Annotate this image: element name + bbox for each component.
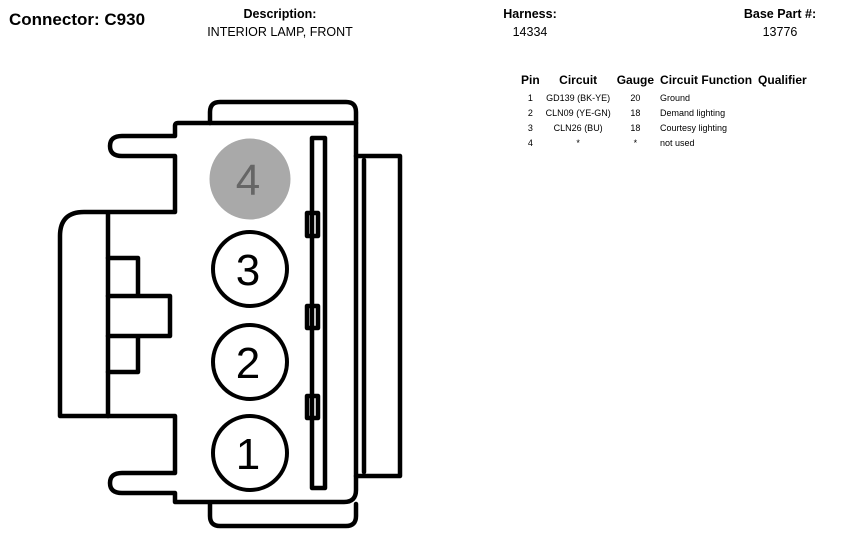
base-part-header: Base Part #:	[743, 7, 817, 21]
connector-keyway-notches	[304, 210, 321, 421]
pin-cell: 2	[527, 107, 533, 118]
circuit-cell: CLN26 (BU)	[553, 122, 603, 133]
connector-bottom-latch	[207, 501, 359, 529]
pin-4-cavity: 4	[209, 138, 291, 220]
pin-table-header-row: Pin Circuit Gauge Circuit Function Quali…	[518, 71, 810, 90]
function-cell: not used	[660, 137, 695, 148]
description-header: Description:	[243, 7, 317, 21]
base-part-value: 13776	[762, 25, 798, 39]
pin-cell: 4	[527, 137, 533, 148]
pin-4-number: 4	[236, 156, 260, 205]
function-cell: Courtesy lighting	[660, 122, 728, 133]
gauge-cell: 20	[630, 92, 641, 103]
harness-header: Harness:	[503, 7, 557, 21]
pin-3-number: 3	[236, 246, 260, 295]
description-value: INTERIOR LAMP, FRONT	[207, 25, 353, 39]
pin-column-header: Pin	[521, 73, 540, 87]
connector-hood-ribs	[105, 255, 173, 375]
gauge-column-header: Gauge	[616, 73, 655, 87]
qualifier-column-header: Qualifier	[758, 73, 807, 87]
function-cell: Ground	[660, 92, 691, 103]
pin-cell: 1	[527, 92, 533, 103]
circuit-cell: *	[576, 137, 580, 148]
connector-side-tab	[353, 153, 403, 479]
connector-title: Connector: C930	[9, 10, 146, 29]
harness-value: 14334	[512, 25, 548, 39]
table-row: 1 GD139 (BK-YE) 20 Ground	[518, 90, 810, 105]
table-row: 4 * * not used	[518, 135, 810, 150]
pin-1-number: 1	[236, 430, 260, 479]
gauge-cell: 18	[630, 107, 641, 118]
gauge-cell: *	[633, 137, 638, 148]
pin-table: Pin Circuit Gauge Circuit Function Quali…	[518, 71, 810, 150]
table-row: 2 CLN09 (YE-GN) 18 Demand lighting	[518, 105, 810, 120]
pin-2-cavity: 2	[211, 323, 289, 401]
function-column-header: Circuit Function	[660, 73, 753, 87]
pin-2-number: 2	[236, 339, 260, 388]
connector-body-outline	[57, 120, 359, 505]
table-row: 3 CLN26 (BU) 18 Courtesy lighting	[518, 120, 810, 135]
pin-cell: 3	[527, 122, 533, 133]
pin-3-cavity: 3	[211, 230, 289, 308]
pin-1-cavity: 1	[211, 414, 289, 492]
gauge-cell: 18	[630, 122, 641, 133]
connector-top-latch	[207, 99, 359, 126]
circuit-cell: CLN09 (YE-GN)	[545, 107, 611, 118]
circuit-column-header: Circuit	[559, 73, 598, 87]
circuit-cell: GD139 (BK-YE)	[546, 92, 611, 103]
function-cell: Demand lighting	[660, 107, 726, 118]
connector-keyway-rail	[309, 135, 328, 491]
